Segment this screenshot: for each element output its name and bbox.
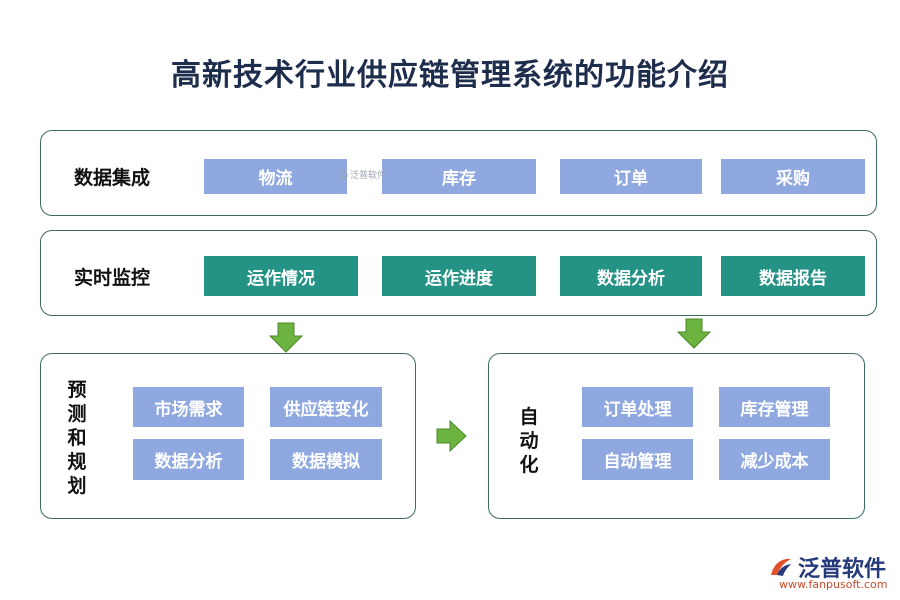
- order-box: 订单: [560, 159, 702, 194]
- inventory-box: 库存: [382, 159, 536, 194]
- brand-url: www.fanpusoft.com: [779, 578, 888, 591]
- brand-logo-icon: [771, 558, 791, 576]
- right-arrow-icon: [436, 419, 467, 453]
- watermark-logo-icon: [338, 169, 348, 180]
- data-analysis-box: 数据分析: [560, 256, 702, 296]
- diagram-title: 高新技术行业供应链管理系统的功能介绍: [171, 58, 729, 93]
- data-report-box: 数据报告: [721, 256, 865, 296]
- market-demand-box: 市场需求: [133, 387, 244, 427]
- cost-reduction-box: 减少成本: [719, 439, 830, 480]
- down-arrow-left-icon: [268, 322, 304, 353]
- forecast-planning-panel: [40, 353, 416, 519]
- operation-progress-box: 运作进度: [382, 256, 536, 296]
- down-arrow-right-icon: [676, 318, 712, 349]
- auto-management-box: 自动管理: [582, 439, 693, 480]
- purchase-box: 采购: [721, 159, 865, 194]
- realtime-monitor-label: 实时监控: [74, 267, 151, 289]
- logistics-box: 物流: [204, 159, 347, 194]
- operation-status-box: 运作情况: [204, 256, 358, 296]
- automation-panel: [488, 353, 865, 519]
- automation-label: 自动化: [519, 406, 539, 476]
- data-integration-label: 数据集成: [74, 167, 151, 189]
- order-processing-box: 订单处理: [582, 387, 693, 427]
- watermark: 泛普软件: [338, 168, 386, 181]
- brand-logo: 泛普软件: [768, 551, 886, 583]
- forecast-planning-label: 预测和规划: [67, 379, 87, 497]
- data-simulation-box: 数据模拟: [270, 439, 382, 480]
- inventory-management-box: 库存管理: [719, 387, 830, 427]
- watermark-text: 泛普软件: [350, 171, 387, 181]
- brand-name: 泛普软件: [798, 557, 887, 582]
- supply-chain-change-box: 供应链变化: [270, 387, 382, 427]
- forecast-data-analysis-box: 数据分析: [133, 439, 244, 480]
